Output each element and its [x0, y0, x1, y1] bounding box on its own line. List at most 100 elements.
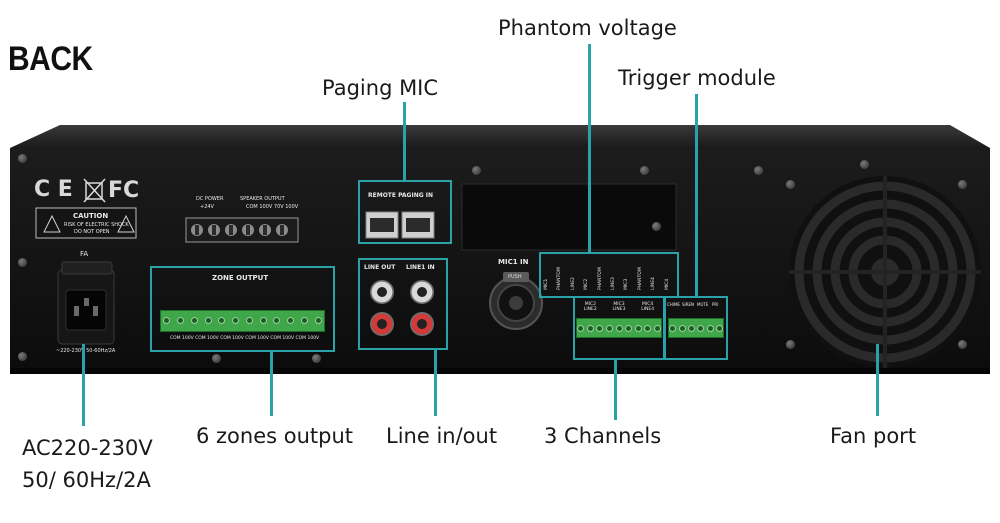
channel-labels: MIC2 LINE2 MIC3 LINE3 MIC4 LINE4	[576, 300, 662, 316]
channel-label: MIC3 LINE3	[612, 302, 626, 312]
terminal-pin	[204, 317, 212, 324]
terminal-pin	[577, 325, 585, 332]
fan-port-label: Fan port	[830, 424, 917, 448]
terminal-pin	[300, 317, 308, 324]
terminal-pin	[669, 325, 677, 332]
three-channels-label: 3 Channels	[544, 424, 662, 448]
phantom-voltage-label: Phantom voltage	[498, 16, 677, 40]
terminal-pin	[605, 325, 613, 332]
terminal-pin	[596, 325, 604, 332]
paging-mic-highlight	[358, 180, 452, 244]
fan-port-leader	[876, 344, 879, 416]
dc-power-label: DC POWER	[196, 196, 224, 202]
trigger-terminal	[668, 318, 724, 338]
terminal-pin	[177, 317, 185, 324]
terminal-pin	[190, 317, 198, 324]
terminal-pin	[678, 325, 686, 332]
zone-output-terminal	[160, 310, 325, 332]
trigger-module-label: Trigger module	[618, 66, 776, 90]
terminal-pin	[697, 325, 705, 332]
mic1-in-label: MIC1 IN	[498, 258, 529, 266]
speaker-output-sub: COM 100V 70V 100V	[246, 204, 299, 210]
phantom-voltage-leader	[588, 44, 591, 252]
screw-icon	[312, 354, 321, 363]
screw-icon	[860, 160, 869, 169]
terminal-pin	[715, 325, 723, 332]
terminal-pin	[287, 317, 295, 324]
dc-voltage-label: +24V	[200, 204, 214, 210]
terminal-pin	[232, 317, 240, 324]
caution-line1: RISK OF ELECTRIC SHOCK	[64, 222, 129, 228]
zone-output-label: ZONE OUTPUT	[212, 274, 269, 282]
screw-icon	[958, 180, 967, 189]
terminal-pin	[273, 317, 281, 324]
terminal-pin	[218, 317, 226, 324]
zones-output-highlight	[150, 266, 335, 352]
phantom-voltage-highlight	[539, 252, 679, 298]
screw-icon	[18, 352, 27, 361]
remote-paging-label: REMOTE PAGING IN	[368, 192, 434, 199]
terminal-pin	[615, 325, 623, 332]
terminal-pin	[653, 325, 661, 332]
terminal-pin	[259, 317, 267, 324]
trigger-label: MUTE	[697, 302, 709, 307]
channels-leader	[614, 360, 617, 420]
screw-icon	[18, 258, 27, 267]
line-in-out-highlight	[358, 258, 448, 350]
caution-line2: DO NOT OPEN	[74, 229, 110, 235]
screw-icon	[958, 340, 967, 349]
channels-highlight	[573, 296, 665, 360]
line-out-red-rca	[370, 312, 394, 336]
line1-in-label: LINE1 IN	[406, 264, 435, 271]
ac-power-label-line2: 50/ 60Hz/2A	[22, 468, 151, 492]
line-in-out-label: Line in/out	[386, 424, 498, 448]
trigger-module-leader	[695, 94, 698, 296]
caution-title: CAUTION	[73, 212, 109, 220]
terminal-pin	[625, 325, 633, 332]
ac-power-label-line1: AC220-230V	[22, 436, 153, 460]
screw-icon	[212, 354, 221, 363]
speaker-output-label: SPEAKER OUTPUT	[240, 196, 285, 202]
paging-mic-label: Paging MIC	[322, 76, 439, 100]
terminal-pin	[586, 325, 594, 332]
line-out-white-rca	[370, 280, 394, 304]
trigger-label: CHIME	[667, 302, 680, 307]
trigger-label: SIREN	[682, 302, 695, 307]
trigger-module-highlight	[664, 296, 728, 360]
zones-output-label: 6 zones output	[196, 424, 354, 448]
fuse-label: FA	[80, 250, 89, 258]
paging-mic-leader	[403, 102, 406, 180]
screw-icon	[786, 340, 795, 349]
blank-plate	[461, 183, 677, 251]
power-rating: ~220-230V 50-60Hz/2A	[56, 348, 116, 354]
trigger-label: PRI	[712, 302, 719, 307]
ac-power-leader	[82, 344, 85, 426]
zone-com-labels: COM 100V COM 100V COM 100V COM 100V COM …	[170, 336, 320, 341]
line-in-out-leader	[434, 350, 437, 416]
chassis-top	[10, 125, 990, 148]
fan-grill	[789, 176, 981, 368]
screw-icon	[18, 154, 27, 163]
page-title: BACK	[8, 40, 93, 78]
channel-label: MIC2 LINE2	[583, 302, 597, 312]
screw-icon	[754, 166, 763, 175]
terminal-pin	[314, 317, 322, 324]
mic1-push-label: PUSH	[508, 274, 522, 280]
terminal-pin	[634, 325, 642, 332]
terminal-pin	[644, 325, 652, 332]
line1-in-red-rca	[410, 312, 434, 336]
screw-icon	[786, 180, 795, 189]
screw-icon	[472, 166, 481, 175]
terminal-pin	[163, 317, 171, 324]
screw-icon	[640, 166, 649, 175]
svg-text:FC: FC	[108, 178, 139, 203]
line1-in-white-rca	[410, 280, 434, 304]
screw-icon	[652, 222, 661, 231]
zones-output-leader	[270, 352, 273, 416]
channel-label: MIC4 LINE4	[641, 302, 655, 312]
svg-text:C E: C E	[34, 177, 73, 202]
line-out-label: LINE OUT	[364, 264, 396, 271]
terminal-pin	[706, 325, 714, 332]
terminal-pin	[245, 317, 253, 324]
